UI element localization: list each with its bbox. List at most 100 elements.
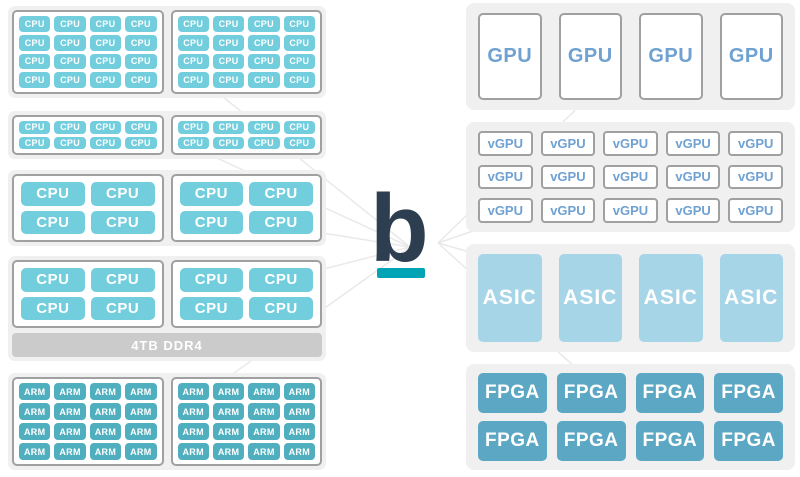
- arm-chip: ARM: [283, 383, 315, 400]
- cpu-chip: CPU: [19, 72, 51, 88]
- cpu-chip: CPU: [89, 34, 122, 51]
- arm-chip: ARM: [89, 383, 122, 400]
- arm-chip: ARM: [19, 443, 51, 460]
- cpu-chip: CPU: [19, 136, 51, 149]
- cpu-chip: CPU: [177, 53, 209, 70]
- arm-chip: ARM: [19, 383, 51, 400]
- arm-chip: ARM: [283, 403, 315, 420]
- vgpu-card: vGPU: [603, 164, 658, 190]
- fpga-card: FPGA: [478, 421, 547, 461]
- cpu-chip: CPU: [19, 16, 51, 32]
- brand-logo-underline: [377, 268, 425, 278]
- arm-chip: ARM: [54, 403, 86, 420]
- cpu-chip: CPU: [125, 53, 157, 70]
- cpu-chip: CPU: [248, 121, 280, 134]
- cpu-chip: CPU: [177, 16, 209, 32]
- cpu-chip: CPU: [212, 72, 245, 88]
- vgpu-card: vGPU: [728, 131, 783, 156]
- cpu-chip: CPU: [90, 182, 155, 206]
- cpu-chip: CPU: [54, 72, 86, 88]
- cpu-chip: CPU: [249, 210, 313, 234]
- arm-chip: ARM: [89, 443, 122, 460]
- vgpu-card: vGPU: [728, 198, 783, 223]
- arm-chip: ARM: [125, 403, 157, 420]
- cpu-chip: CPU: [212, 136, 245, 149]
- cpu-chip: CPU: [177, 136, 209, 149]
- arm-chip: ARM: [177, 443, 209, 460]
- cpu-chip: CPU: [89, 53, 122, 70]
- vgpu-card: vGPU: [665, 164, 721, 190]
- arm-chip: ARM: [19, 403, 51, 420]
- arm-chip: ARM: [125, 383, 157, 400]
- cpu-chip: CPU: [177, 72, 209, 88]
- cpu-chip: CPU: [125, 136, 157, 149]
- fpga-card: FPGA: [478, 373, 547, 413]
- cpu-chip: CPU: [54, 34, 86, 51]
- arm-chip: ARM: [89, 403, 122, 420]
- brand-logo-letter: b: [370, 175, 429, 282]
- cpu-chip: CPU: [54, 136, 86, 149]
- vgpu-card: vGPU: [665, 131, 721, 156]
- vgpu-card: vGPU: [728, 164, 783, 190]
- cpu-chip: CPU: [283, 16, 315, 32]
- cpu-chip: CPU: [179, 268, 244, 292]
- asic-card: ASIC: [558, 254, 622, 342]
- gpu-card: GPU: [719, 13, 783, 100]
- arm-chip: ARM: [54, 423, 86, 440]
- cpu-chip: CPU: [89, 136, 122, 149]
- cpu-chip: CPU: [177, 121, 209, 134]
- cpu-chip: CPU: [283, 34, 315, 51]
- cpu-chip: CPU: [249, 296, 313, 320]
- cpu-chip: CPU: [283, 121, 315, 134]
- arm-chip: ARM: [283, 423, 315, 440]
- cpu-chip: CPU: [249, 268, 313, 292]
- arm-chip: ARM: [177, 403, 209, 420]
- memory-bar: 4TB DDR4: [12, 333, 322, 357]
- cpu-chip: CPU: [125, 34, 157, 51]
- arm-chip: ARM: [248, 423, 280, 440]
- cpu-chip: CPU: [212, 16, 245, 32]
- asic-card: ASIC: [639, 254, 703, 342]
- cpu-chip: CPU: [125, 72, 157, 88]
- cpu-chip: CPU: [19, 53, 51, 70]
- arm-chip: ARM: [54, 383, 86, 400]
- cpu-chip: CPU: [89, 16, 122, 32]
- cpu-chip: CPU: [248, 72, 280, 88]
- cpu-chip: CPU: [54, 121, 86, 134]
- cpu-chip: CPU: [179, 210, 244, 234]
- cpu-chip: CPU: [54, 53, 86, 70]
- arm-chip: ARM: [248, 443, 280, 460]
- arm-chip: ARM: [248, 403, 280, 420]
- vgpu-card: vGPU: [540, 131, 596, 156]
- cpu-chip: CPU: [90, 268, 155, 292]
- arm-chip: ARM: [283, 443, 315, 460]
- cpu-chip: CPU: [21, 296, 85, 320]
- cpu-chip: CPU: [19, 34, 51, 51]
- cpu-chip: CPU: [125, 121, 157, 134]
- fpga-card: FPGA: [714, 373, 783, 413]
- cpu-chip: CPU: [248, 16, 280, 32]
- cpu-chip: CPU: [21, 182, 85, 206]
- arm-chip: ARM: [125, 443, 157, 460]
- arm-chip: ARM: [177, 423, 209, 440]
- cpu-chip: CPU: [179, 182, 244, 206]
- arm-chip: ARM: [248, 383, 280, 400]
- cpu-chip: CPU: [248, 136, 280, 149]
- cpu-chip: CPU: [89, 121, 122, 134]
